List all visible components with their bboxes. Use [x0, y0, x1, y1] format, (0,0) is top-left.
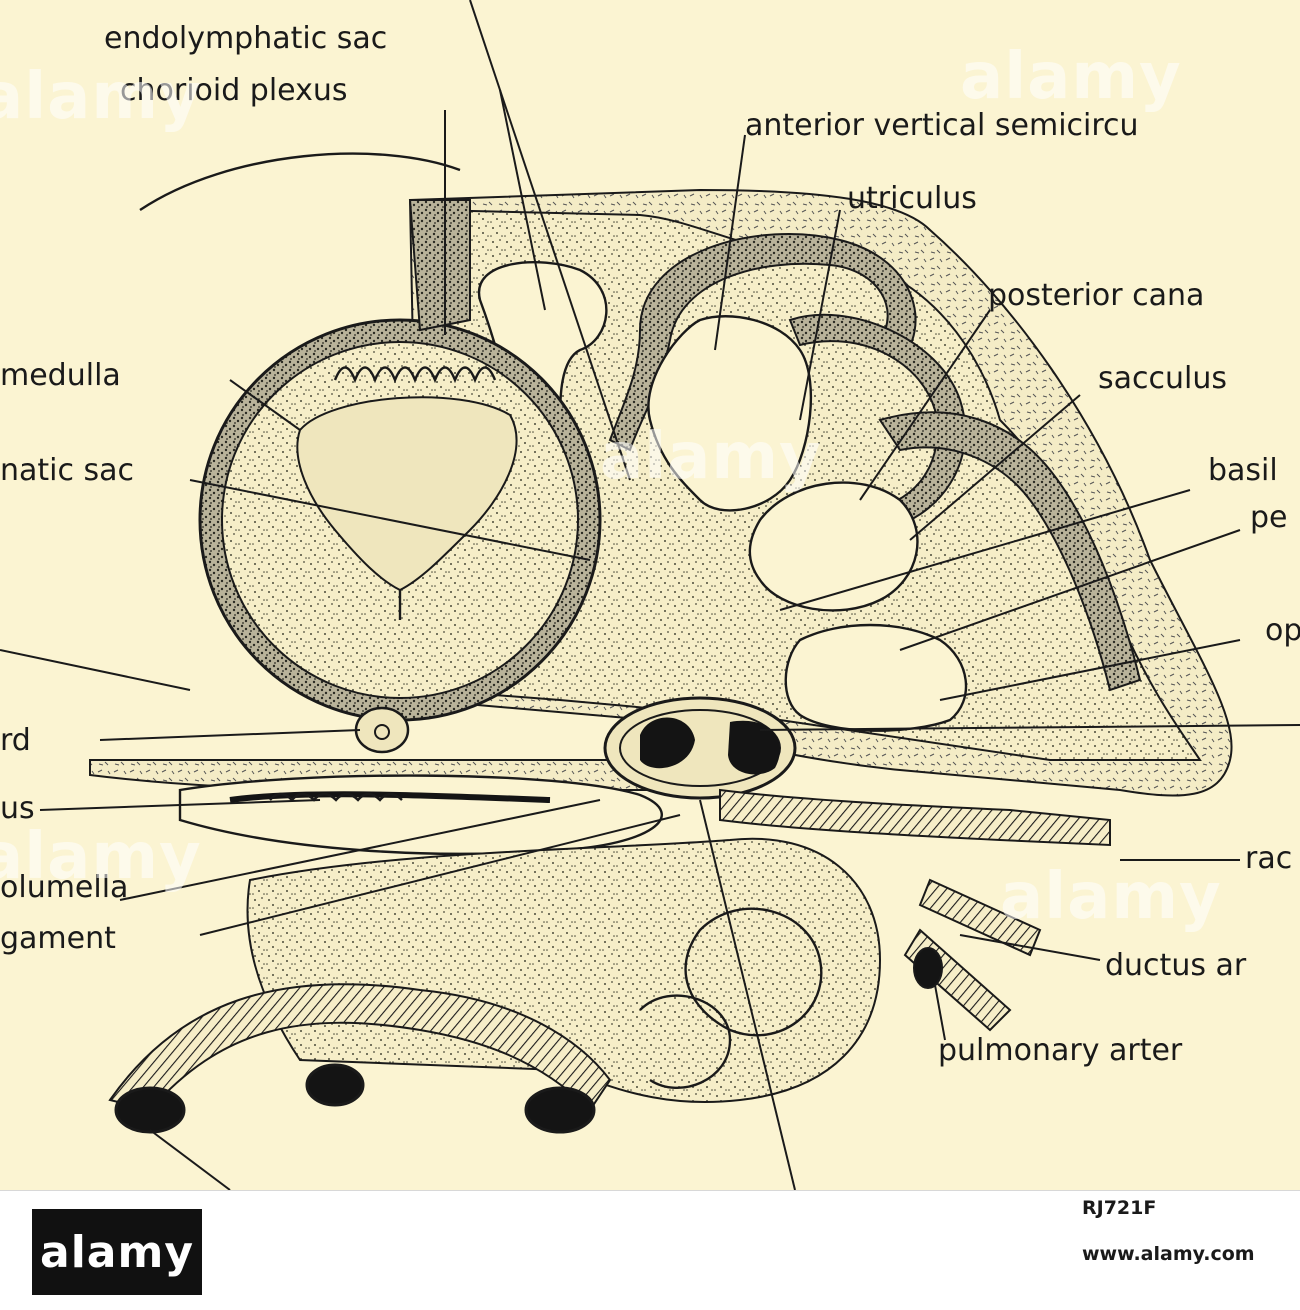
- notochord: [354, 706, 410, 754]
- columella-cavity: [178, 774, 663, 855]
- footer-bar: alamy RJ721F www.alamy.com: [0, 1190, 1300, 1310]
- label-posterior-canal: posterior cana: [988, 278, 1204, 313]
- gland-lobes: [639, 907, 823, 1090]
- brand-logo[interactable]: alamy: [32, 1209, 202, 1295]
- aortic-arch-band: [108, 983, 612, 1112]
- ventral-tissue-mass: [246, 837, 882, 1104]
- label-anterior-vertical-semicircular: anterior vertical semicircu: [745, 108, 1139, 143]
- label-rad: rac: [1245, 841, 1292, 876]
- label-rd: rd: [0, 723, 31, 758]
- sacculus: [748, 481, 919, 612]
- aortic-arch-lumen-2: [305, 1063, 365, 1107]
- label-us: us: [0, 791, 35, 826]
- label-sacculus: sacculus: [1098, 361, 1227, 396]
- label-op: op: [1265, 613, 1300, 648]
- label-ductus-art: ductus ar: [1105, 948, 1247, 983]
- label-basil: basil: [1208, 453, 1278, 488]
- ventral-leader: [699, 799, 796, 1190]
- label-utriculus: utriculus: [847, 181, 977, 216]
- lower-leader: [149, 1129, 231, 1190]
- pulmonary-artery-section: [913, 947, 943, 989]
- brain-roof: [408, 199, 471, 332]
- aortic-arch-lumen-1: [114, 1086, 186, 1134]
- label-medulla: medulla: [0, 358, 121, 393]
- site-url[interactable]: www.alamy.com: [1082, 1243, 1255, 1265]
- label-gament: gament: [0, 921, 116, 956]
- utriculus: [647, 315, 813, 512]
- ductus-arteriosus-vessel: [918, 878, 1042, 957]
- radix-vessel: [719, 788, 1111, 847]
- inner-ear-section-diagram: endolymphatic sac chorioid plexus anteri…: [0, 0, 1300, 1190]
- label-pe: pe: [1250, 500, 1288, 535]
- label-olumella: olumella: [0, 870, 128, 905]
- head-contour: [139, 152, 461, 211]
- image-id: RJ721F: [1082, 1197, 1157, 1219]
- anterior-semicircular-canal: [608, 233, 917, 452]
- label-chorioid-plexus: chorioid plexus: [120, 73, 348, 108]
- perilymphatic-space: [784, 623, 968, 732]
- chorioid-plexus-folds: [333, 366, 497, 384]
- fourth-ventricle: [296, 396, 518, 592]
- label-natic-sac: natic sac: [0, 453, 134, 488]
- aortic-arch-lumen-3: [524, 1086, 596, 1134]
- cochlear-duct: [878, 411, 1142, 692]
- label-pulmonary-artery: pulmonary arter: [938, 1033, 1183, 1068]
- label-endolymphatic-sac-top: endolymphatic sac: [104, 21, 387, 56]
